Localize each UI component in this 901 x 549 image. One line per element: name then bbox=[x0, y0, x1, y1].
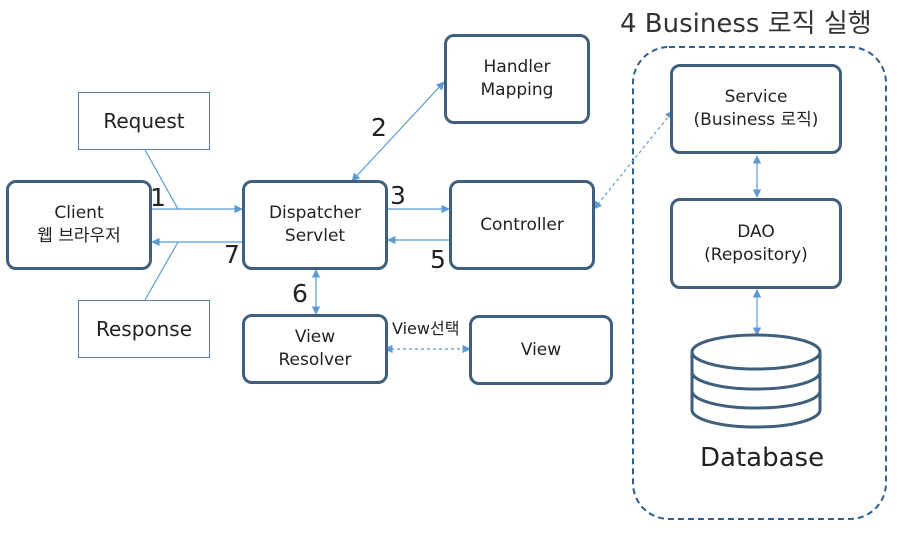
service-node: Service (Business 로직) bbox=[670, 64, 842, 154]
dao-label-line1: DAO bbox=[737, 221, 775, 242]
controller-node: Controller bbox=[449, 180, 595, 270]
database-cylinder-icon bbox=[690, 333, 822, 429]
controller-label: Controller bbox=[480, 214, 564, 235]
step-5-label: 5 bbox=[430, 245, 446, 274]
step-2-label: 2 bbox=[371, 113, 387, 142]
handler-mapping-node: Handler Mapping bbox=[444, 34, 590, 124]
response-box: Response bbox=[78, 300, 210, 358]
dispatcher-label-line1: Dispatcher bbox=[268, 203, 362, 223]
database-label: Database bbox=[700, 443, 825, 473]
response-connector bbox=[144, 241, 179, 301]
dao-label-line2: (Repository) bbox=[704, 244, 808, 265]
handler-mapping-label-line1: Handler bbox=[483, 57, 551, 77]
view-resolver-node: View Resolver bbox=[242, 314, 388, 384]
handler-mapping-label-line2: Mapping bbox=[480, 80, 554, 100]
view-label: View bbox=[520, 339, 562, 360]
request-box: Request bbox=[78, 92, 210, 150]
step-7-label: 7 bbox=[224, 240, 240, 269]
view-resolver-label-line2: Resolver bbox=[278, 350, 352, 370]
view-select-label: View선택 bbox=[392, 319, 460, 338]
step-3-label: 3 bbox=[390, 181, 406, 210]
step-1-label: 1 bbox=[150, 183, 166, 212]
dispatcher-label-line2: Servlet bbox=[284, 226, 346, 246]
step-6-label: 6 bbox=[292, 279, 308, 308]
client-node: Client 웹 브라우저 bbox=[6, 180, 152, 270]
business-group-border bbox=[632, 46, 887, 520]
service-label-line2: (Business 로직) bbox=[693, 110, 819, 130]
client-label-line1: Client bbox=[54, 203, 104, 223]
arrow-controller-service bbox=[593, 110, 674, 210]
client-label-line2: 웹 브라우저 bbox=[37, 226, 121, 246]
arrow-step-2 bbox=[351, 81, 445, 182]
dispatcher-servlet-node: Dispatcher Servlet bbox=[242, 180, 388, 270]
view-resolver-label-line1: View bbox=[294, 327, 336, 347]
dao-node: DAO (Repository) bbox=[670, 198, 842, 289]
service-label-line1: Service bbox=[724, 87, 788, 107]
request-connector bbox=[144, 149, 179, 210]
business-group-title: 4 Business 로직 실행 bbox=[620, 9, 872, 39]
request-label: Request bbox=[103, 108, 185, 133]
response-label: Response bbox=[95, 316, 193, 341]
view-node: View bbox=[469, 315, 613, 385]
